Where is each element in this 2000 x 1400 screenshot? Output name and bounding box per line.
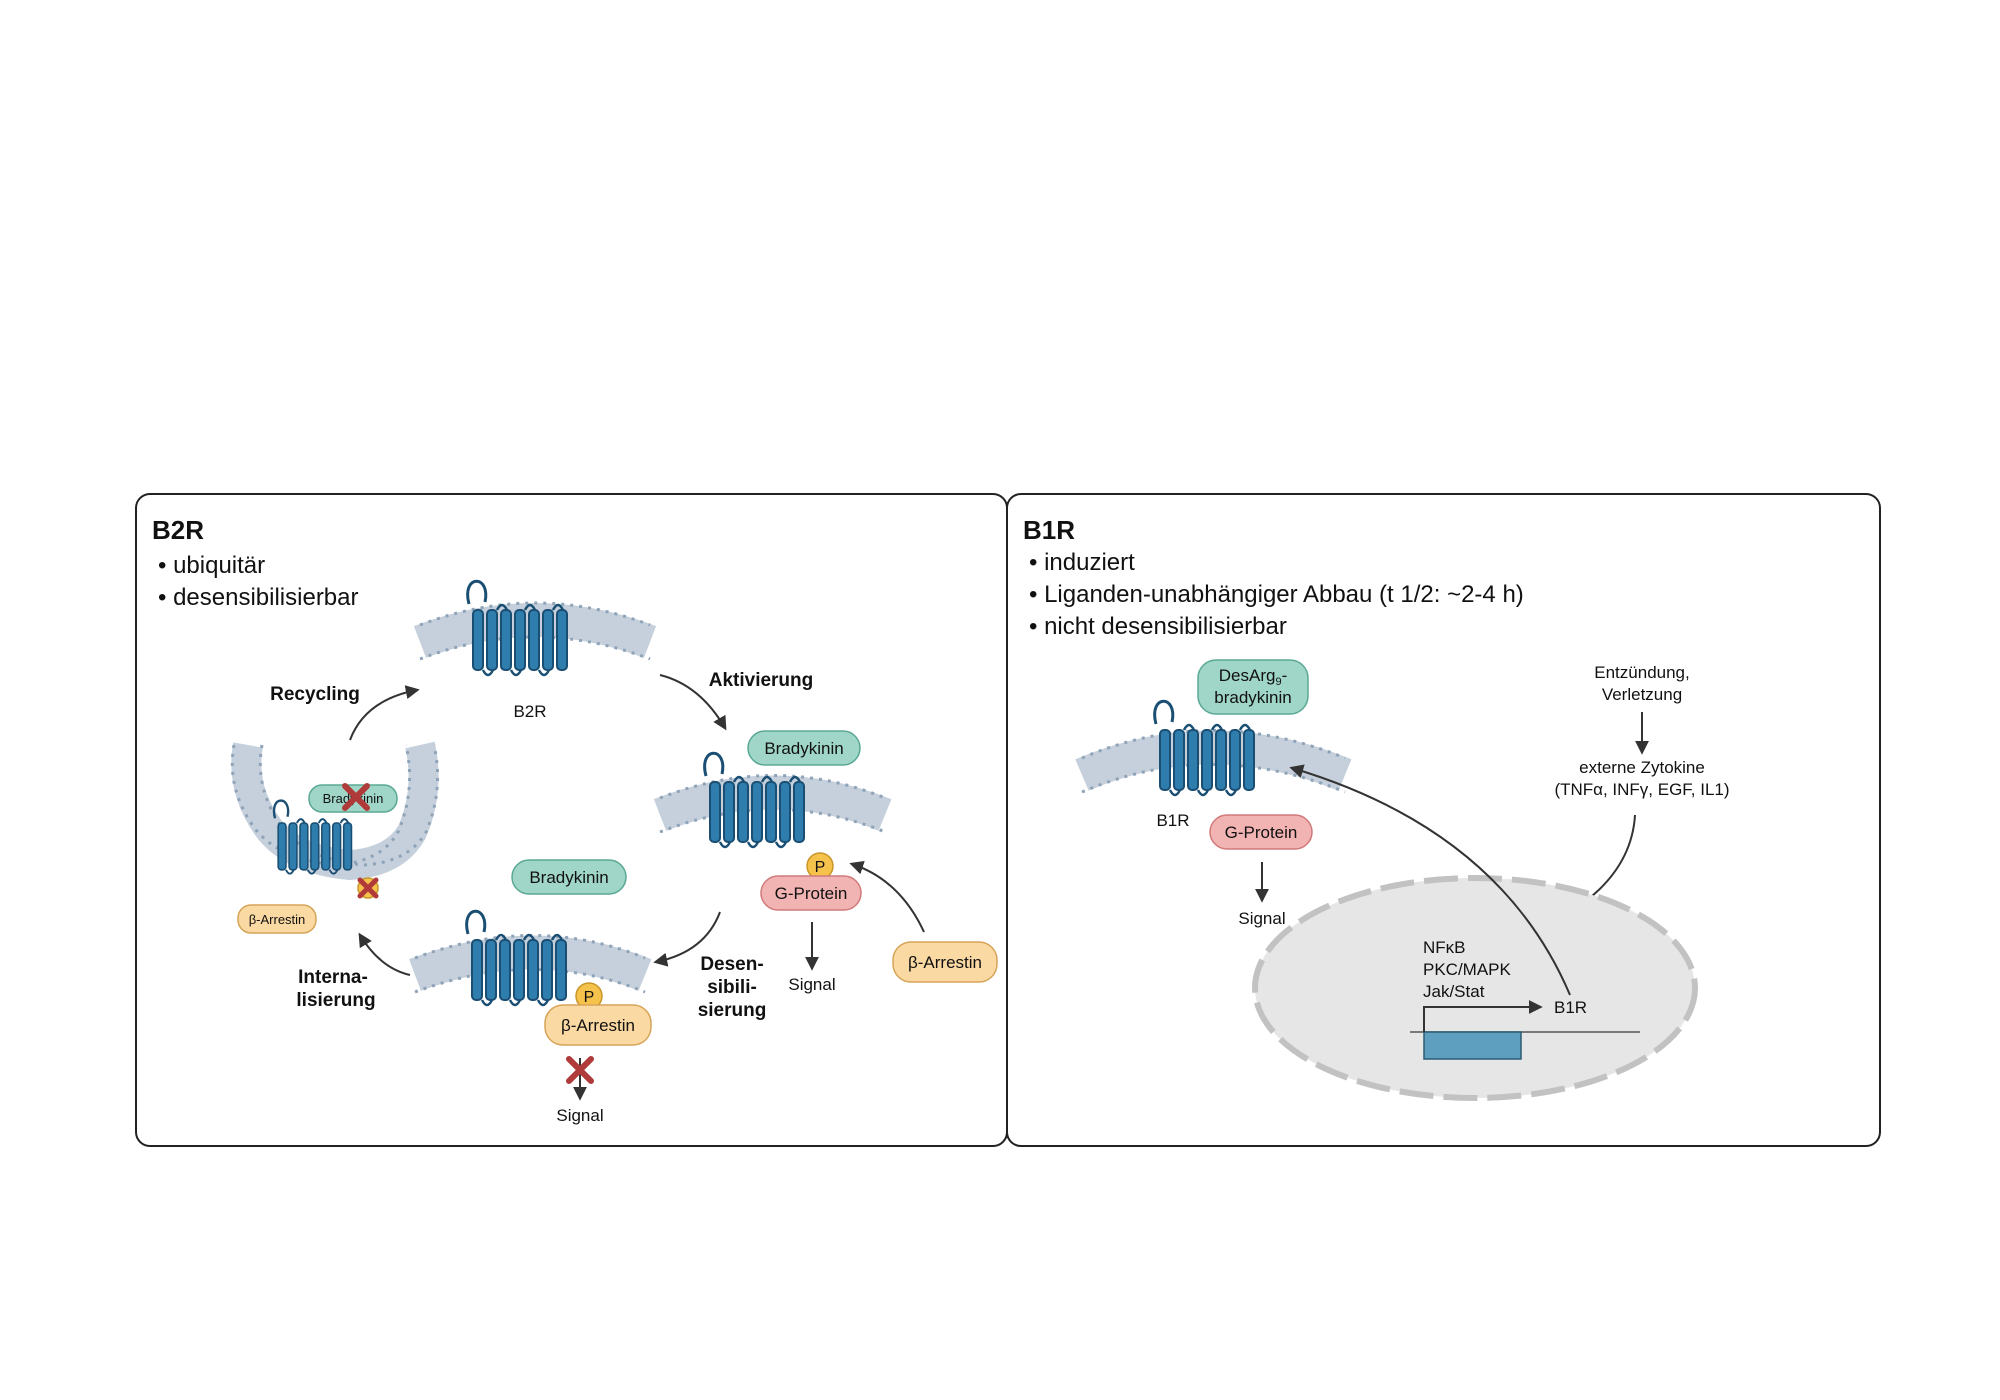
bradykinin-label-desens: Bradykinin [529,868,608,887]
cross-icon [357,877,379,899]
arrow-internalisierung [358,932,411,976]
gprotein-label-b2r: G-Protein [775,884,848,903]
ligand-bradykinin-desens [511,859,627,895]
signal-label-active: Signal [788,975,835,994]
b1r-receptor-label: B1R [1156,811,1189,830]
arrestin-released [237,904,317,934]
arrestin-label-free: β-Arrestin [908,953,982,972]
arrestin-free [892,941,998,983]
pathway-nfkb: NFκB [1423,938,1466,957]
label-desens-1: Desen- [700,954,763,975]
pathway-jak-stat: Jak/Stat [1423,982,1485,1001]
nucleus [1252,875,1698,1101]
arrow-arrestin-binding [849,860,925,933]
b1r-bullet-1: • induziert [1029,549,1135,576]
gprotein-label-b1r: G-Protein [1225,823,1298,842]
trigger-line2: Verletzung [1602,685,1682,704]
arrow-desensibilisierung [653,911,721,967]
phospho-label-desens: P [584,989,595,1006]
gene-label-b1r: B1R [1554,998,1587,1017]
label-desens-3: sierung [698,1000,767,1021]
b2r-title: B2R [152,515,204,545]
label-intern-2: lisierung [296,990,375,1011]
label-desens-2: sibili- [707,977,757,998]
desarg-label-line1: DesArg9- [1219,666,1287,688]
arrestin-label-released: β-Arrestin [249,912,306,927]
b2r-bullet-1: • ubiquitär [158,552,265,579]
pathway-pkc-mapk: PKC/MAPK [1423,960,1512,979]
phospho-label-active: P [815,859,826,876]
arrow-gene-receptor [1289,764,1571,996]
arrow-recycling [349,685,420,741]
cytokines-line2: (TNFα, INFγ, EGF, IL1) [1554,780,1729,799]
signal-label-blocked: Signal [556,1106,603,1125]
trigger-line1: Entzündung, [1594,663,1689,682]
b1r-bullet-2: • Liganden-unabhängiger Abbau (t 1/2: ~2… [1029,581,1524,608]
desarg-label-line2: bradykinin [1214,688,1292,707]
label-aktivierung: Aktivierung [709,670,814,691]
b1r-bullet-3: • nicht desensibilisierbar [1029,613,1287,640]
ligand-desarg-bradykinin [1197,659,1309,715]
cytokines-line1: externe Zytokine [1579,758,1705,777]
gprotein-b2r [760,875,862,911]
b1r-title: B1R [1023,515,1075,545]
b2r-bullet-2: • desensibilisierbar [158,584,359,611]
ligand-bradykinin-active [747,730,861,766]
signal-label-b1r: Signal [1238,909,1285,928]
gene-b1r [1410,1000,1640,1060]
gprotein-b1r [1209,814,1313,850]
bradykinin-label-active: Bradykinin [764,739,843,758]
arrow-aktivierung [659,674,727,731]
label-intern-1: Interna- [298,967,368,988]
arrestin-label-bound: β-Arrestin [561,1016,635,1035]
label-recycling: Recycling [270,684,360,705]
arrestin-bound [544,1004,652,1046]
b2r-receptor-label: B2R [513,702,546,721]
